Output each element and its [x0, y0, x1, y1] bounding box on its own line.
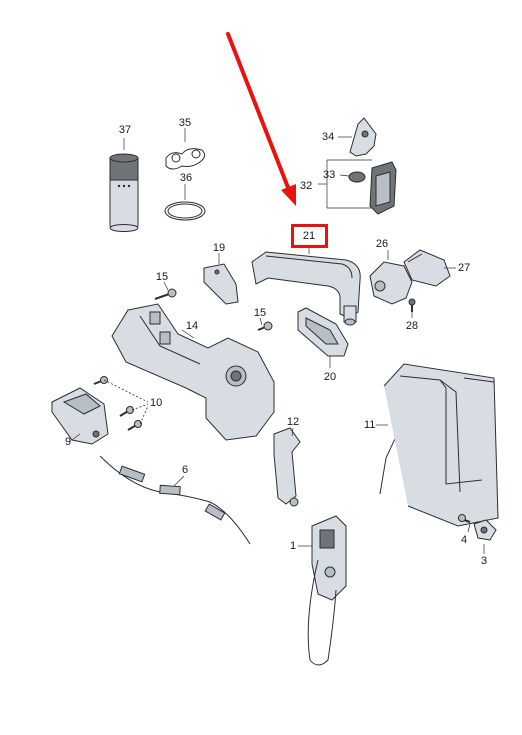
- callout-6: 6: [181, 464, 189, 476]
- callout-14: 14: [185, 320, 199, 332]
- red-pointer-arrow: [226, 32, 296, 206]
- part-21-door-handle: [251, 251, 361, 326]
- callout-20: 20: [323, 371, 337, 383]
- part-35-gasket: [165, 148, 206, 170]
- part-28-screw: [408, 298, 416, 312]
- part-33-plug: [348, 171, 366, 183]
- highlight-box-part-21: [291, 224, 328, 248]
- callout-11: 11: [364, 419, 376, 431]
- callout-21: 21: [302, 230, 316, 242]
- part-36-seal-ring: [164, 201, 206, 221]
- part-15-screw-b: [257, 321, 273, 331]
- callout-26: 26: [375, 238, 389, 250]
- part-20-gasket: [297, 307, 349, 357]
- callout-10: 10: [150, 397, 163, 409]
- part-34-bracket: [349, 117, 377, 157]
- callout-3: 3: [480, 555, 488, 567]
- part-3-striker: [473, 519, 497, 541]
- callout-35: 35: [178, 117, 192, 129]
- callout-4: 4: [461, 534, 468, 546]
- callout-9: 9: [64, 436, 72, 448]
- callout-33: 33: [323, 169, 336, 181]
- callout-27: 27: [458, 262, 471, 274]
- callout-12: 12: [286, 416, 300, 428]
- part-10-screws: [93, 376, 142, 431]
- callout-1: 1: [290, 540, 297, 552]
- callout-34: 34: [322, 131, 335, 143]
- callout-37: 37: [118, 124, 132, 136]
- part-14-handle-carrier: [111, 303, 275, 441]
- part-15-screw-a: [154, 288, 177, 300]
- part-37-spray-can: [109, 153, 139, 232]
- callout-15a: 15: [155, 271, 169, 283]
- callout-19: 19: [212, 242, 226, 254]
- callout-28: 28: [405, 320, 419, 332]
- callout-36: 36: [179, 172, 193, 184]
- callout-32: 32: [300, 180, 313, 192]
- part-1-lock-unit: [307, 515, 347, 666]
- part-26-housing: [369, 261, 413, 305]
- part-32-cap: [369, 161, 397, 215]
- part-12-bracket: [273, 427, 301, 507]
- door-frame-inset: [383, 363, 499, 527]
- callout-15b: 15: [253, 307, 267, 319]
- part-27-cover: [403, 249, 451, 287]
- part-19-trim-seal: [203, 263, 239, 305]
- part-6-cable: [99, 455, 251, 545]
- part-9-inner-handle: [51, 387, 109, 445]
- part-4-screw: [457, 514, 471, 523]
